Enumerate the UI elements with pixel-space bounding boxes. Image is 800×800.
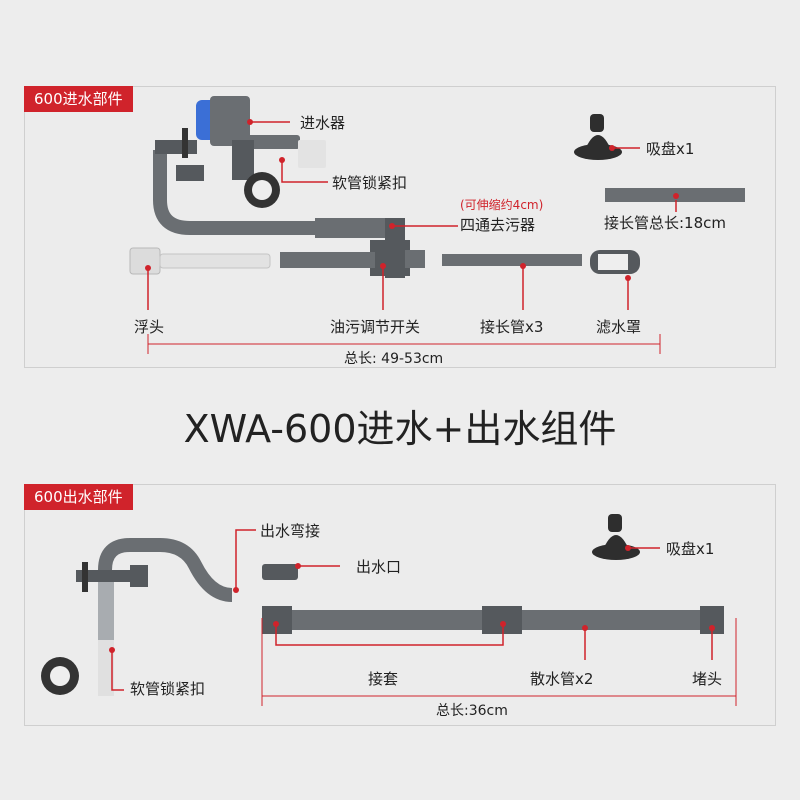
label-ext-total: 接长管总长:18cm	[604, 214, 727, 232]
bottom-leaders	[109, 529, 737, 706]
label-hose-lock: 软管锁紧扣	[332, 174, 408, 192]
page-title: XWA-600进水+出水组件	[183, 407, 617, 451]
outlet-parts-panel: 600出水部件	[24, 484, 776, 726]
inlet-assembly	[129, 96, 745, 278]
label-total-length-top: 总长: 49-53cm	[344, 351, 444, 367]
label-stretch-note: (可伸缩约4cm)	[460, 198, 544, 212]
label-filter-cover: 滤水罩	[596, 318, 642, 336]
label-end-cap: 堵头	[692, 670, 723, 688]
label-float: 浮头	[134, 318, 165, 336]
label-spray-pipe: 散水管x2	[530, 670, 594, 688]
inlet-parts-tag: 600进水部件	[24, 86, 133, 112]
label-suction-cup-top: 吸盘x1	[646, 140, 695, 158]
label-oil-switch: 油污调节开关	[330, 318, 421, 336]
label-hose-lock-bottom: 软管锁紧扣	[130, 680, 206, 698]
label-total-length-bottom: 总长:36cm	[436, 703, 508, 719]
label-connector: 接套	[368, 670, 399, 688]
top-leaders	[145, 119, 679, 354]
label-ext-pipe: 接长管x3	[480, 318, 544, 336]
label-suction-cup-bottom: 吸盘x1	[666, 540, 715, 558]
outlet-parts-tag: 600出水部件	[24, 484, 133, 510]
label-inlet: 进水器	[300, 114, 346, 132]
label-outlet-elbow: 出水弯接	[260, 522, 321, 540]
outlet-assembly	[41, 514, 724, 696]
label-outlet: 出水口	[356, 558, 402, 576]
label-four-way: 四通去污器	[460, 216, 536, 234]
